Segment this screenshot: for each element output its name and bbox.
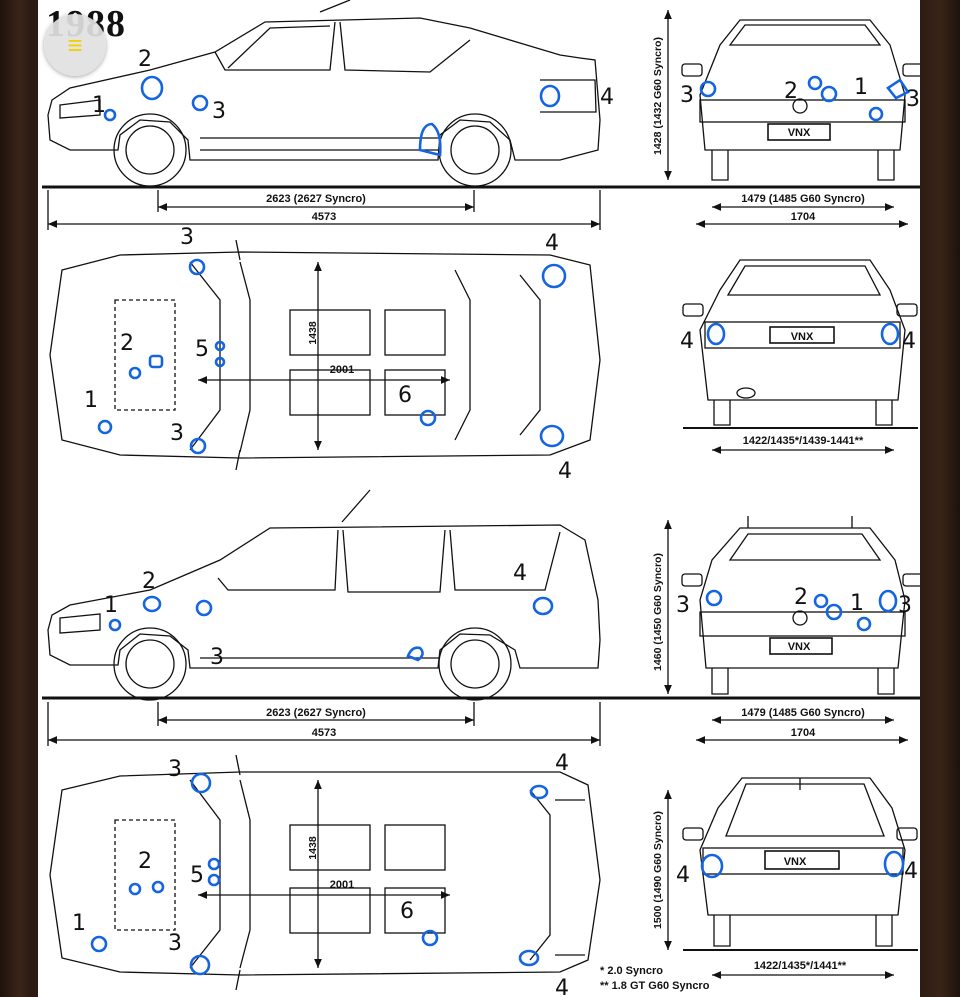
wagon-width-label: 1704 (791, 727, 816, 739)
wagon-front-plate: VNX (784, 856, 807, 868)
sedan-height-label: 1428 (1432 G60 Syncro) (652, 37, 664, 155)
mark-label: 1 (72, 911, 86, 936)
footnote-2: ** 1.8 GT G60 Syncro (600, 980, 710, 992)
mark-label: 3 (676, 593, 690, 618)
mark-label: 3 (180, 225, 194, 250)
sedan-front-view (682, 259, 918, 454)
wagon-front-view (664, 777, 918, 979)
blueprint-drawing: 2623 (2627 Syncro) 4573 1428 (1432 G60 S… (42, 0, 920, 997)
mark-label: 6 (400, 899, 414, 924)
sedan-front-plate: VNX (791, 331, 814, 343)
wagon-side-view (42, 489, 920, 746)
mark-label: 3 (168, 757, 182, 782)
mark-label: 4 (513, 561, 527, 586)
mark-label: 1 (84, 388, 98, 413)
mark-label: 1 (92, 93, 106, 118)
mark-label: 2 (138, 849, 152, 874)
mark-label: 1 (854, 75, 868, 100)
blueprint-sheet: 2623 (2627 Syncro) 4573 1428 (1432 G60 S… (38, 0, 920, 997)
sedan-rear-plate: VNX (788, 127, 811, 139)
mark-label: 4 (680, 329, 694, 354)
wood-frame-right (920, 0, 960, 997)
mark-label: 6 (398, 383, 412, 408)
wagon-rear-plate: VNX (788, 641, 811, 653)
wagon-top-view (49, 754, 601, 991)
mark-label: 2 (142, 569, 156, 594)
mark-label: 4 (902, 329, 916, 354)
mark-label: 4 (558, 459, 572, 484)
wagon-top-wheelbase-label: 2001 (330, 879, 354, 891)
wagon-front-height-label: 1500 (1490 G60 Syncro) (652, 811, 664, 929)
sedan-top-wheelbase-label: 2001 (330, 364, 354, 376)
mark-label: 5 (190, 863, 204, 888)
sedan-track-label: 1479 (1485 G60 Syncro) (741, 193, 865, 205)
wagon-track-label: 1479 (1485 G60 Syncro) (741, 707, 865, 719)
sedan-top-width-label: 1438 (307, 321, 319, 345)
mark-label: 4 (600, 85, 614, 110)
wagon-length-label: 4573 (312, 727, 336, 739)
mark-label: 3 (898, 593, 912, 618)
mark-label: 3 (212, 99, 226, 124)
sedan-front-track-label: 1422/1435*/1439-1441** (743, 435, 864, 447)
mark-label: 3 (680, 83, 694, 108)
marker-circles (90, 75, 910, 976)
mark-label: 4 (555, 751, 569, 776)
sedan-length-label: 4573 (312, 211, 336, 223)
wagon-top-width-label: 1438 (307, 836, 319, 860)
sedan-wheelbase-label: 2623 (2627 Syncro) (266, 193, 366, 205)
wagon-height-label: 1460 (1450 G60 Syncro) (652, 553, 664, 671)
wagon-front-track-label: 1422/1435*/1441** (754, 960, 847, 972)
mark-label: 4 (676, 863, 690, 888)
mark-label: 4 (555, 976, 569, 997)
mark-label: 3 (168, 931, 182, 956)
mark-label: 5 (195, 337, 209, 362)
mark-label: 2 (120, 331, 134, 356)
mark-label: 2 (794, 585, 808, 610)
mark-label: 3 (170, 421, 184, 446)
wagon-wheelbase-label: 2623 (2627 Syncro) (266, 707, 366, 719)
wagon-rear-view (664, 516, 920, 744)
footnotes: * 2.0 Syncro ** 1.8 GT G60 Syncro (600, 964, 709, 994)
hamburger-icon[interactable]: ≡ (44, 14, 106, 76)
mark-label: 2 (138, 47, 152, 72)
mark-label: 1 (104, 593, 118, 618)
mark-label: 1 (850, 591, 864, 616)
mark-label: 3 (210, 645, 224, 670)
sedan-rear-view (664, 10, 920, 228)
sedan-top-view (49, 239, 601, 471)
mark-label: 4 (545, 231, 559, 256)
handwritten-marks: 1 2 3 4 3 2 1 3 3 4 2 5 1 6 3 4 4 4 2 1 … (72, 47, 920, 997)
mark-label: 2 (784, 79, 798, 104)
footnote-1: * 2.0 Syncro (600, 965, 663, 977)
mark-label: 4 (904, 859, 918, 884)
sedan-width-label: 1704 (791, 211, 816, 223)
mark-label: 3 (906, 87, 920, 112)
